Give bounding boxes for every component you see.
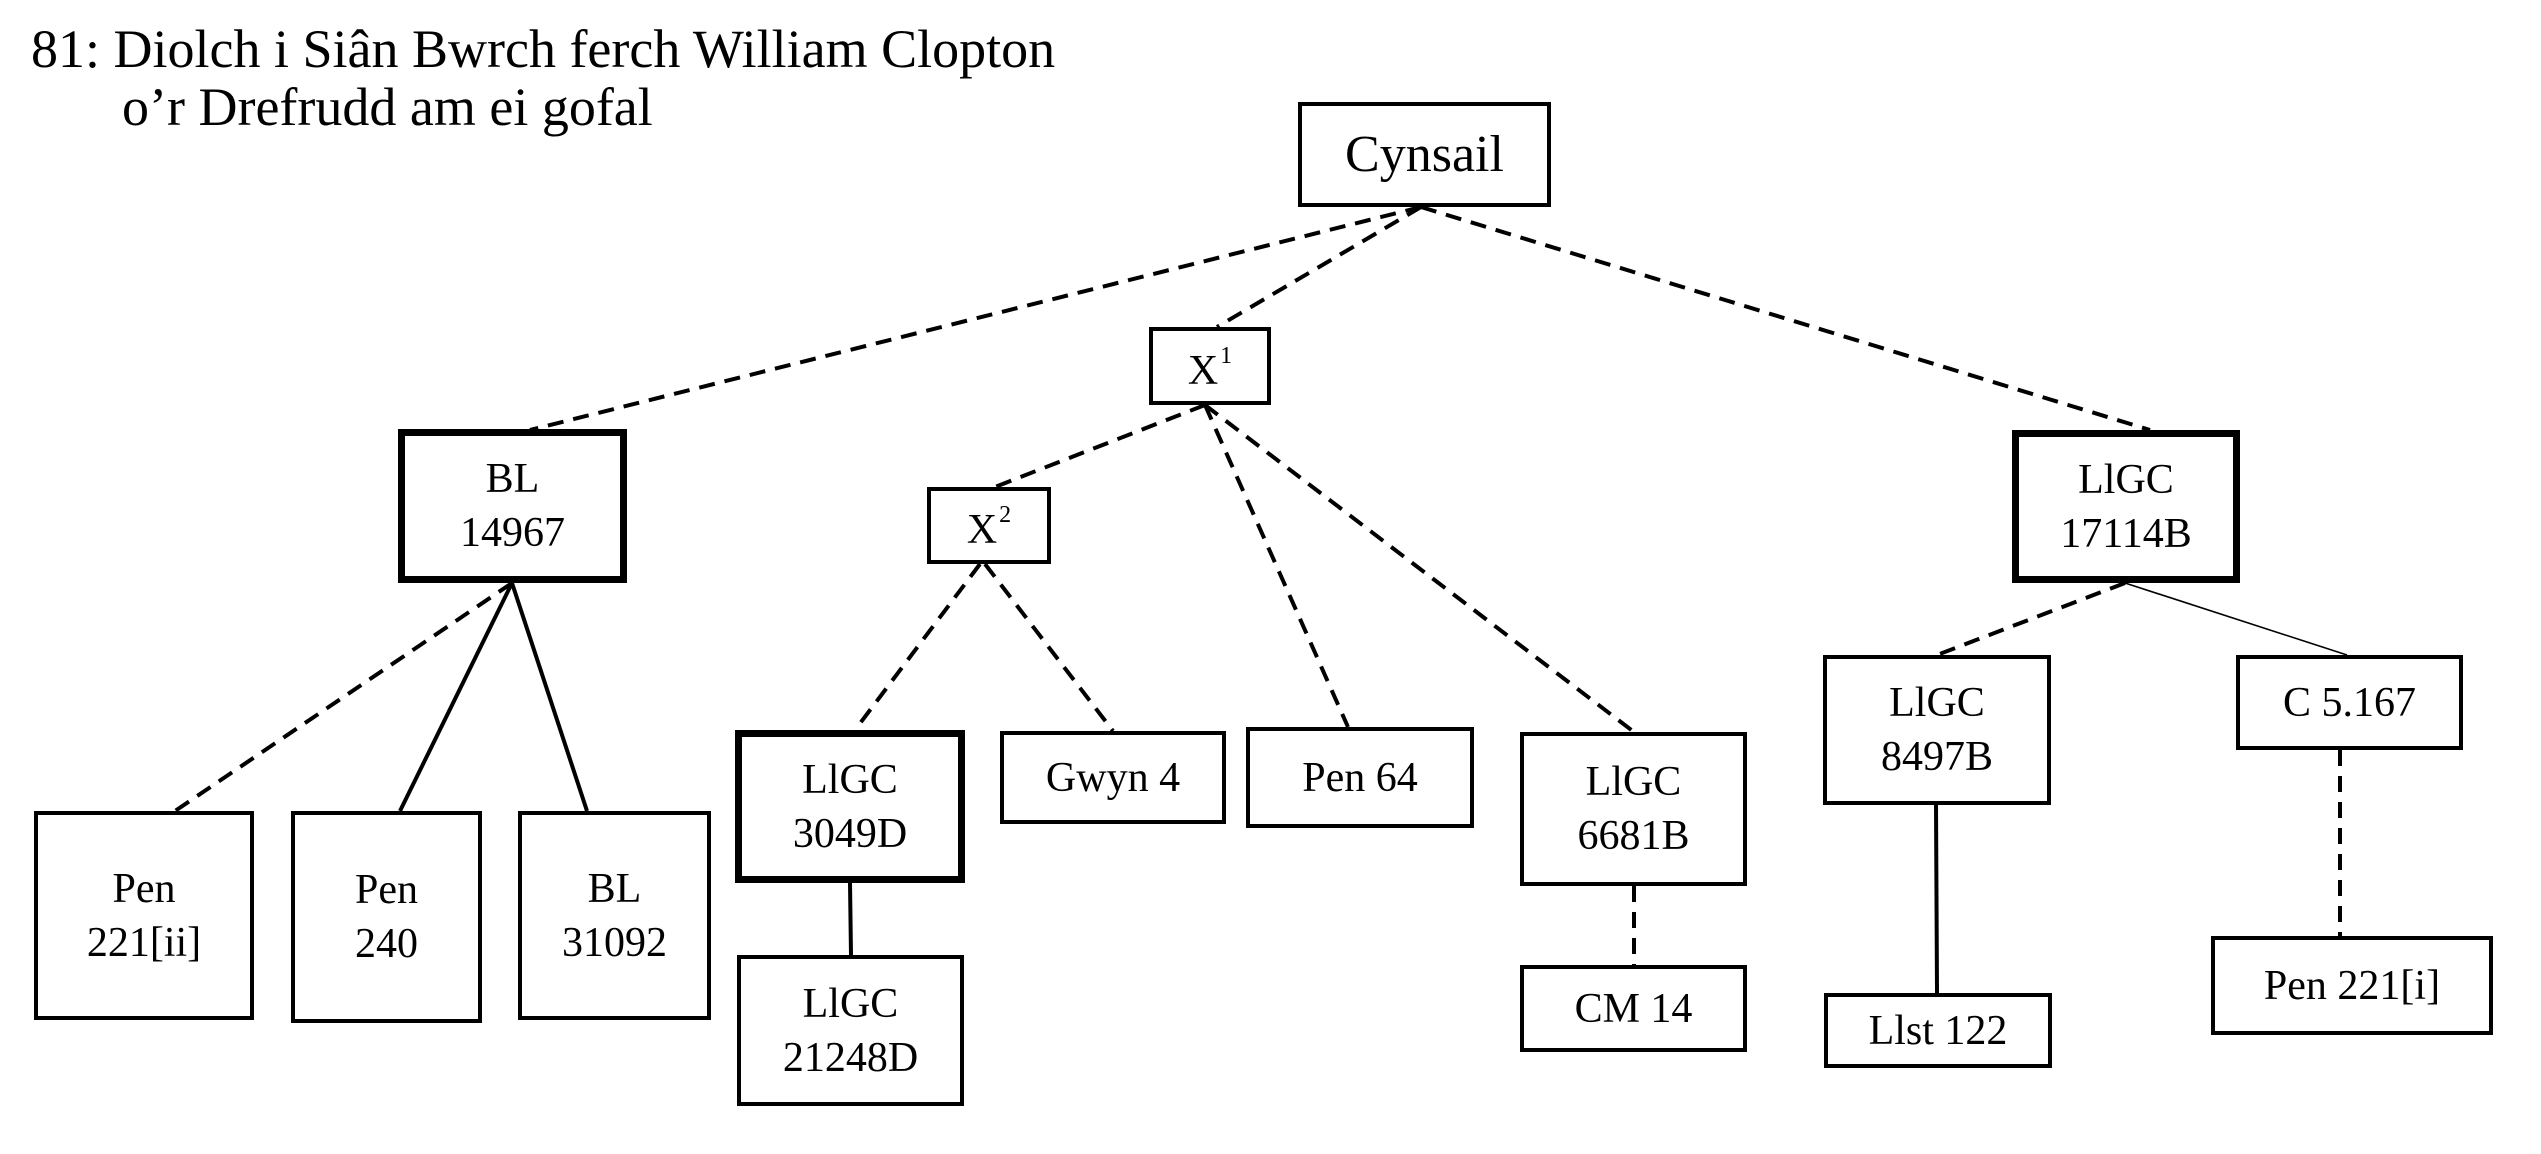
- stemma-title-line-1: 81: Diolch i Siân Bwrch ferch William Cl…: [31, 19, 1056, 79]
- node-label: BL: [485, 456, 540, 502]
- node-pen240: Pen 240: [291, 811, 482, 1023]
- node-superscript: 2: [999, 502, 1012, 528]
- node-pen221i: Pen 221[i]: [2211, 936, 2493, 1035]
- edge-llgc17114b-llgc8497b: [1936, 581, 2126, 657]
- node-x1: X1: [1149, 327, 1271, 405]
- node-label: Gwyn 4: [1045, 754, 1181, 801]
- stemma-title-line-2: o’r Drefrudd am ei gofal: [122, 77, 653, 137]
- edge-x1-x2: [994, 403, 1206, 489]
- node-gwyn4: Gwyn 4: [1000, 731, 1226, 824]
- edge-cynsail-bl14967: [529, 205, 1422, 432]
- edge-x1-llgc6681b: [1203, 403, 1636, 734]
- node-cynsail: Cynsail: [1298, 102, 1551, 207]
- node-label: BL: [587, 865, 642, 912]
- node-label: 31092: [562, 919, 667, 966]
- edge-bl14967-pen240: [398, 582, 514, 812]
- node-llgc21248d: LlGC 21248D: [737, 955, 964, 1106]
- node-c5167: C 5.167: [2236, 655, 2463, 750]
- edge-x2-gwyn4: [983, 562, 1115, 733]
- node-label: 17114B: [2060, 510, 2192, 557]
- node-llst122: Llst 122: [1824, 993, 2052, 1068]
- edge-llgc17114b-c5167: [2124, 582, 2348, 656]
- node-label: 8497B: [1880, 734, 1993, 780]
- node-label: C 5.167: [2282, 679, 2416, 726]
- node-llgc17114b: LlGC 17114B: [2012, 430, 2240, 583]
- node-pen221ii: Pen 221[ii]: [34, 811, 254, 1020]
- edge-cynsail-llgc17114b: [1420, 205, 2151, 432]
- node-label: LlGC: [802, 980, 899, 1027]
- node-label: X2: [966, 502, 1012, 553]
- node-label: 21248D: [782, 1034, 919, 1081]
- node-label: Pen 64: [1302, 754, 1418, 801]
- node-label: LlGC: [2078, 456, 2174, 503]
- edge-cynsail-x1: [1215, 205, 1423, 329]
- node-label: Pen: [355, 867, 418, 913]
- node-label: 221[ii]: [86, 919, 202, 966]
- node-label: LlGC: [1585, 759, 1682, 805]
- node-label: Pen: [112, 865, 176, 912]
- node-llgc8497b: LlGC 8497B: [1823, 655, 2051, 805]
- node-bl31092: BL 31092: [518, 811, 711, 1020]
- edge-x1-pen64: [1203, 404, 1350, 728]
- edge-llgc8497b-llst122: [1934, 804, 1939, 994]
- node-label: 14967: [460, 510, 565, 556]
- node-bl14967: BL 14967: [398, 429, 627, 583]
- node-llgc3049d: LlGC 3049D: [735, 730, 965, 883]
- edge-x2-llgc3049d: [853, 562, 982, 732]
- node-label: 240: [355, 921, 418, 967]
- edge-bl14967-pen221ii: [173, 581, 514, 813]
- node-llgc6681b: LlGC 6681B: [1520, 732, 1747, 886]
- node-label: CM 14: [1574, 985, 1693, 1032]
- edge-bl14967-bl31092: [510, 582, 589, 812]
- node-label: 6681B: [1577, 813, 1690, 859]
- node-label: LlGC: [802, 756, 898, 803]
- node-label: Pen 221[i]: [2263, 962, 2441, 1009]
- node-label: LlGC: [1889, 680, 1985, 726]
- node-label: X1: [1187, 342, 1233, 394]
- node-label: Cynsail: [1345, 125, 1504, 183]
- node-pen64: Pen 64: [1246, 727, 1474, 828]
- node-cm14: CM 14: [1520, 965, 1747, 1052]
- node-label: Llst 122: [1868, 1007, 2008, 1054]
- node-superscript: 1: [1220, 342, 1233, 369]
- node-x2: X2: [927, 487, 1051, 564]
- edge-llgc3049d-llgc21248d: [848, 882, 853, 956]
- node-label: 3049D: [792, 810, 908, 857]
